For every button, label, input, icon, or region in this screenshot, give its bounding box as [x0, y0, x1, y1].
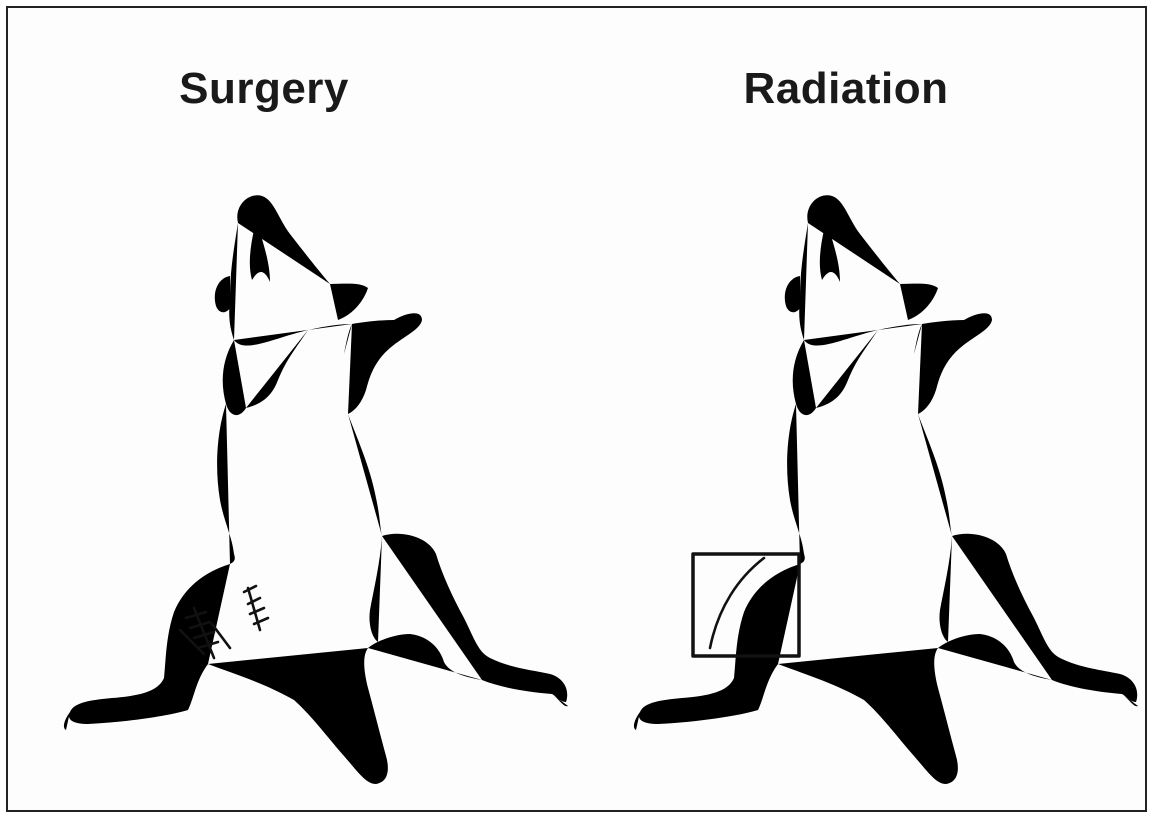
- radiation-panel: Radiation: [578, 8, 1138, 814]
- figure-frame: Surgery Radiation: [6, 6, 1147, 812]
- surgery-panel: Surgery: [8, 8, 568, 814]
- dog-illustration-radiation: [578, 8, 1138, 814]
- dog-illustration-surgery: [8, 8, 568, 814]
